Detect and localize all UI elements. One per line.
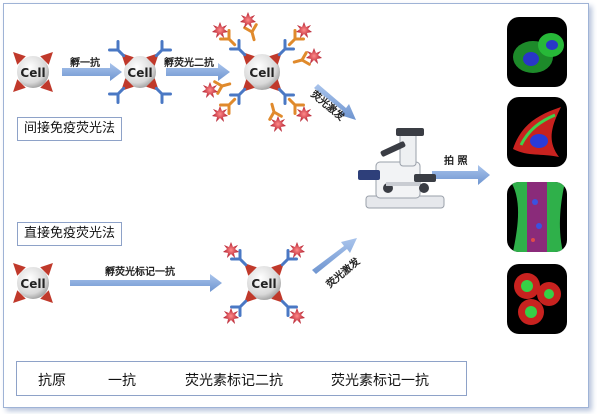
direct-method-label: 直接免疫荧光法 — [17, 222, 123, 246]
diagram-frame — [3, 3, 589, 408]
cell-text-5: Cell — [251, 277, 276, 291]
arrow-direct — [70, 274, 222, 292]
legend-primary-label: 一抗 — [108, 373, 136, 389]
fluorescence-image-1 — [507, 17, 567, 87]
cell-text-3: Cell — [249, 66, 274, 80]
arrow-indirect-2 — [166, 63, 230, 81]
cell-text-2: Cell — [127, 66, 152, 80]
cell-secondary-bound — [202, 12, 322, 132]
cell-labeled-primary-bound — [223, 242, 305, 324]
arrow-excitation-top — [314, 84, 356, 120]
indirect-method-label: 间接免疫荧光法 — [17, 117, 123, 141]
step-incubate-labeled-primary: 孵荧光标记一抗 — [105, 267, 175, 278]
legend-labeled-secondary-label: 荧光素标记二抗 — [185, 373, 283, 389]
cell-plain-indirect — [8, 47, 58, 97]
cell-text-4: Cell — [20, 277, 45, 291]
fluorescence-image-2 — [507, 97, 567, 167]
cell-primary-bound — [108, 40, 172, 104]
step-incubate-primary: 孵一抗 — [70, 58, 100, 69]
cell-plain-direct — [8, 258, 58, 308]
step-photograph: 拍 照 — [444, 156, 468, 167]
arrow-photograph — [432, 165, 490, 185]
legend-box — [16, 361, 467, 396]
legend-labeled-primary-label: 荧光素标记一抗 — [331, 373, 429, 389]
cell-text-1: Cell — [20, 66, 45, 80]
legend-antigen-label: 抗原 — [38, 373, 66, 389]
arrow-excitation-bottom — [312, 238, 357, 274]
fluorescence-image-3 — [507, 182, 567, 252]
step-incubate-secondary: 孵荧光二抗 — [164, 58, 214, 69]
fluorescence-image-4 — [507, 264, 567, 334]
arrow-indirect-1 — [62, 63, 122, 81]
microscope-icon — [358, 128, 445, 209]
